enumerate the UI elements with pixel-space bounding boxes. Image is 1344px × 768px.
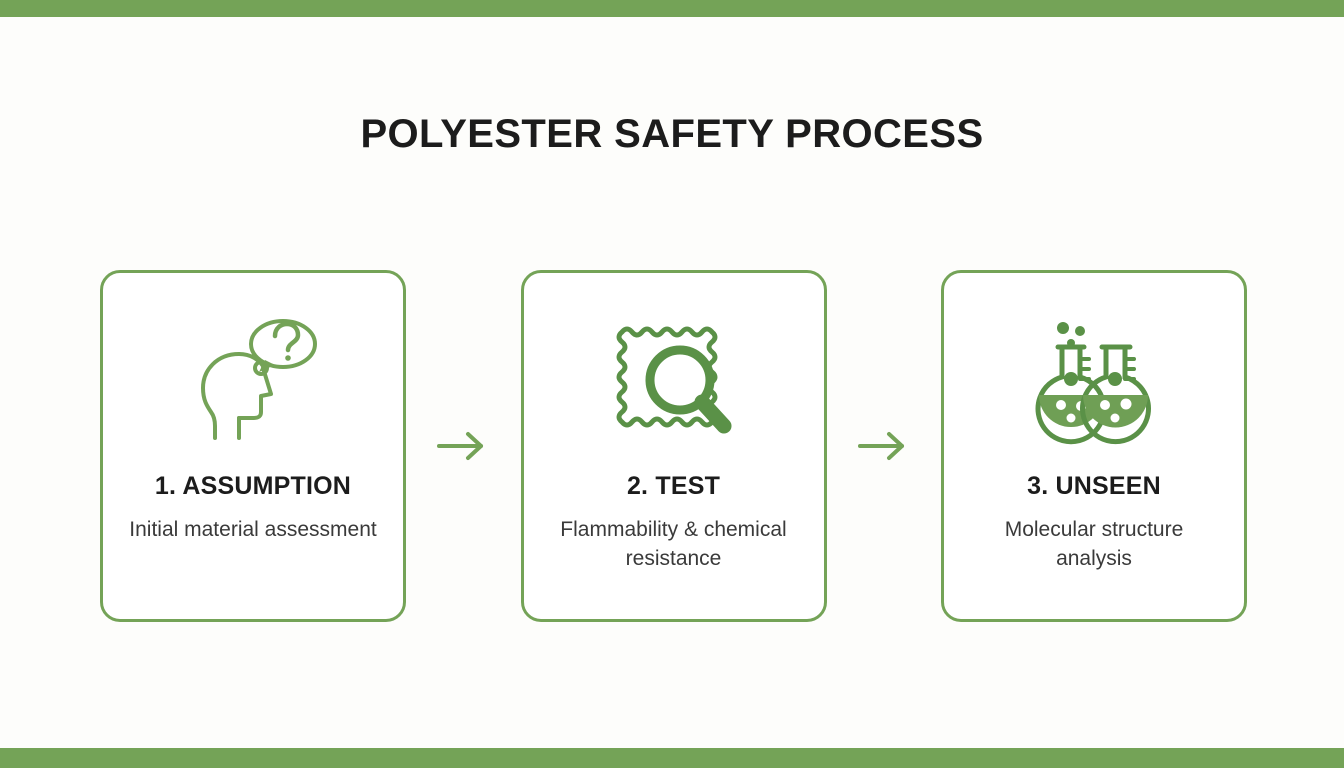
- process-step-title-3: 3. UNSEEN: [1027, 472, 1161, 500]
- process-step-description-1: Initial material assessment: [129, 518, 377, 541]
- arrow-right-icon: [851, 426, 917, 466]
- lab-flasks-icon: [1019, 315, 1169, 450]
- bottom-accent-band: [0, 748, 1344, 768]
- arrow-right-icon: [430, 426, 496, 466]
- process-step-card-2[interactable]: 2. TEST Flammability & chemical resistan…: [520, 270, 827, 622]
- process-step-description-2: Flammability & chemical resistance: [560, 518, 787, 570]
- process-step-card-3[interactable]: 3. UNSEEN Molecular structure analysis: [941, 270, 1247, 622]
- process-step-title-1: 1. ASSUMPTION: [154, 472, 352, 500]
- process-flow: 1. ASSUMPTION Initial material assessmen…: [100, 270, 1247, 622]
- process-step-description-3: Molecular structure analysis: [1004, 518, 1184, 570]
- top-accent-band: [0, 0, 1344, 17]
- page-title: POLYESTER SAFETY PROCESS: [360, 112, 984, 156]
- fabric-swatch-magnifier-icon: [599, 315, 749, 450]
- head-question-bubble-icon: [178, 315, 328, 450]
- process-step-card-1[interactable]: 1. ASSUMPTION Initial material assessmen…: [100, 270, 406, 622]
- process-step-title-2: 2. TEST: [626, 472, 721, 500]
